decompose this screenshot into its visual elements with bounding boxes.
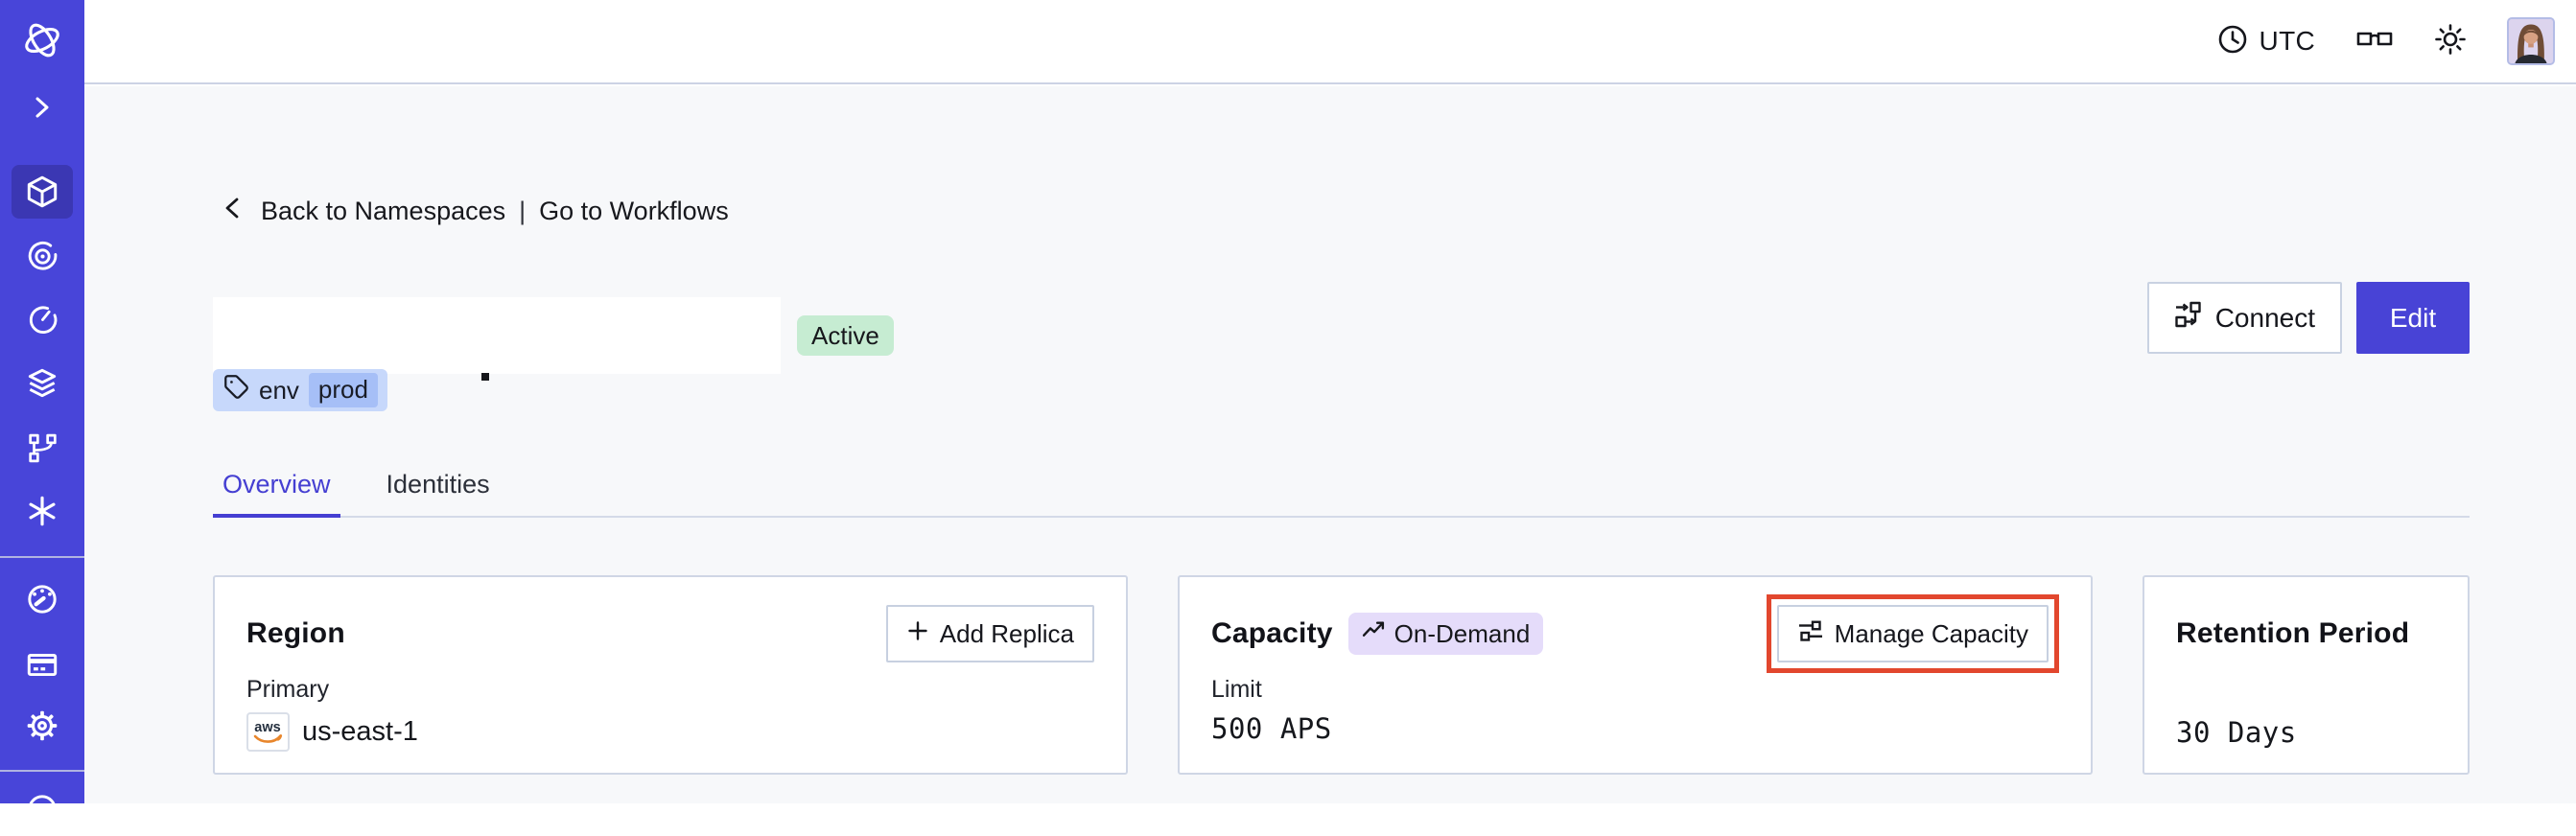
retention-card-title: Retention Period (2176, 617, 2410, 649)
asterisk-icon (24, 493, 60, 529)
capacity-value: 500 APS (1211, 712, 1332, 745)
timezone-label: UTC (2259, 26, 2315, 56)
retention-value: 30 Days (2176, 716, 2297, 749)
connect-button[interactable]: Connect (2146, 282, 2342, 354)
temporal-logo-icon (20, 18, 64, 62)
sidebar-item-billing[interactable] (0, 638, 84, 691)
breadcrumb-separator: | (519, 197, 527, 225)
connect-flow-icon (2174, 300, 2203, 336)
breadcrumb: Back to Namespaces | Go to Workflows (219, 194, 729, 229)
edit-button-label: Edit (2389, 302, 2437, 333)
add-replica-button[interactable]: Add Replica (885, 605, 1094, 662)
page-actions: Connect Edit (2146, 282, 2470, 354)
retention-card: Retention Period 30 Days (2143, 575, 2470, 775)
manage-capacity-label: Manage Capacity (1834, 618, 2028, 648)
sidebar-divider-bottom (0, 770, 84, 772)
trending-up-icon (1362, 618, 1386, 649)
region-card-title: Region (246, 617, 345, 649)
sidebar-item-logo[interactable] (0, 13, 84, 67)
namespace-title-redacted (213, 297, 781, 374)
layers-icon (24, 365, 60, 402)
connect-button-label: Connect (2214, 302, 2315, 333)
sidebar-item-support[interactable] (0, 782, 84, 836)
region-card: Region Add Replica Primary aws (213, 575, 1128, 775)
tab-overview[interactable]: Overview (213, 470, 340, 518)
sidebar-expand-button[interactable] (0, 81, 84, 134)
avatar[interactable] (2507, 17, 2555, 65)
clock-icon (2216, 23, 2249, 60)
sliders-icon (1797, 617, 1824, 651)
on-demand-label: On-Demand (1393, 618, 1531, 648)
chevron-left-icon (219, 194, 247, 229)
credit-card-icon (24, 646, 60, 683)
topbar: UTC (84, 0, 2576, 84)
dev-mode-button[interactable] (2355, 26, 2394, 58)
overview-cards: Region Add Replica Primary aws (213, 575, 2470, 775)
namespace-title-row: Active (213, 297, 894, 374)
tag-key: env (259, 375, 299, 405)
tab-bar: Overview Identities (213, 470, 2470, 518)
sidebar-item-batch-operations[interactable] (0, 421, 84, 475)
plus-icon (906, 619, 929, 649)
chevron-right-icon (25, 90, 59, 125)
manage-capacity-button[interactable]: Manage Capacity (1776, 605, 2049, 662)
main-content: Back to Namespaces | Go to Workflows Act… (84, 86, 2576, 803)
sidebar (0, 0, 84, 824)
tab-identities[interactable]: Identities (386, 470, 490, 499)
edit-button[interactable]: Edit (2356, 282, 2470, 354)
capacity-field-label: Limit (1211, 676, 1262, 703)
sidebar-item-usage[interactable] (0, 572, 84, 626)
glasses-icon (2355, 26, 2394, 58)
cube-icon (24, 174, 60, 210)
sidebar-item-namespaces[interactable] (0, 165, 84, 219)
region-field-label: Primary (246, 676, 330, 703)
redaction-artifact (481, 373, 489, 381)
tag-value-chip: prod (308, 373, 378, 407)
brightness-sun-icon (2434, 23, 2467, 60)
sidebar-item-deployments[interactable] (0, 357, 84, 410)
aws-provider-badge: aws (246, 712, 290, 752)
namespace-tag: env prod (213, 369, 387, 411)
sidebar-divider (0, 556, 84, 558)
clock-retry-icon (25, 302, 60, 337)
sidebar-item-nexus[interactable] (0, 484, 84, 538)
back-to-namespaces-link[interactable]: Back to Namespaces (261, 197, 506, 225)
gear-icon (24, 708, 60, 744)
sidebar-item-settings[interactable] (0, 699, 84, 753)
gauge-icon (24, 581, 60, 617)
status-badge: Active (797, 314, 894, 357)
capacity-card: Capacity On-Demand (1178, 575, 2093, 775)
go-to-workflows-link[interactable]: Go to Workflows (539, 197, 729, 225)
region-value: us-east-1 (302, 716, 418, 747)
swirl-icon (25, 239, 60, 274)
tag-icon (223, 374, 249, 406)
capacity-card-title: Capacity (1211, 617, 1333, 649)
sidebar-item-workflows[interactable] (0, 229, 84, 283)
aws-label: aws (254, 720, 280, 735)
timezone-selector[interactable]: UTC (2216, 23, 2315, 60)
add-replica-label: Add Replica (939, 618, 1074, 648)
red-highlight-annotation: Manage Capacity (1766, 594, 2059, 673)
sidebar-item-schedules[interactable] (0, 292, 84, 346)
branch-icon (25, 430, 60, 466)
on-demand-badge: On-Demand (1347, 613, 1544, 655)
support-circle-icon (24, 791, 60, 827)
theme-toggle-button[interactable] (2434, 23, 2467, 60)
